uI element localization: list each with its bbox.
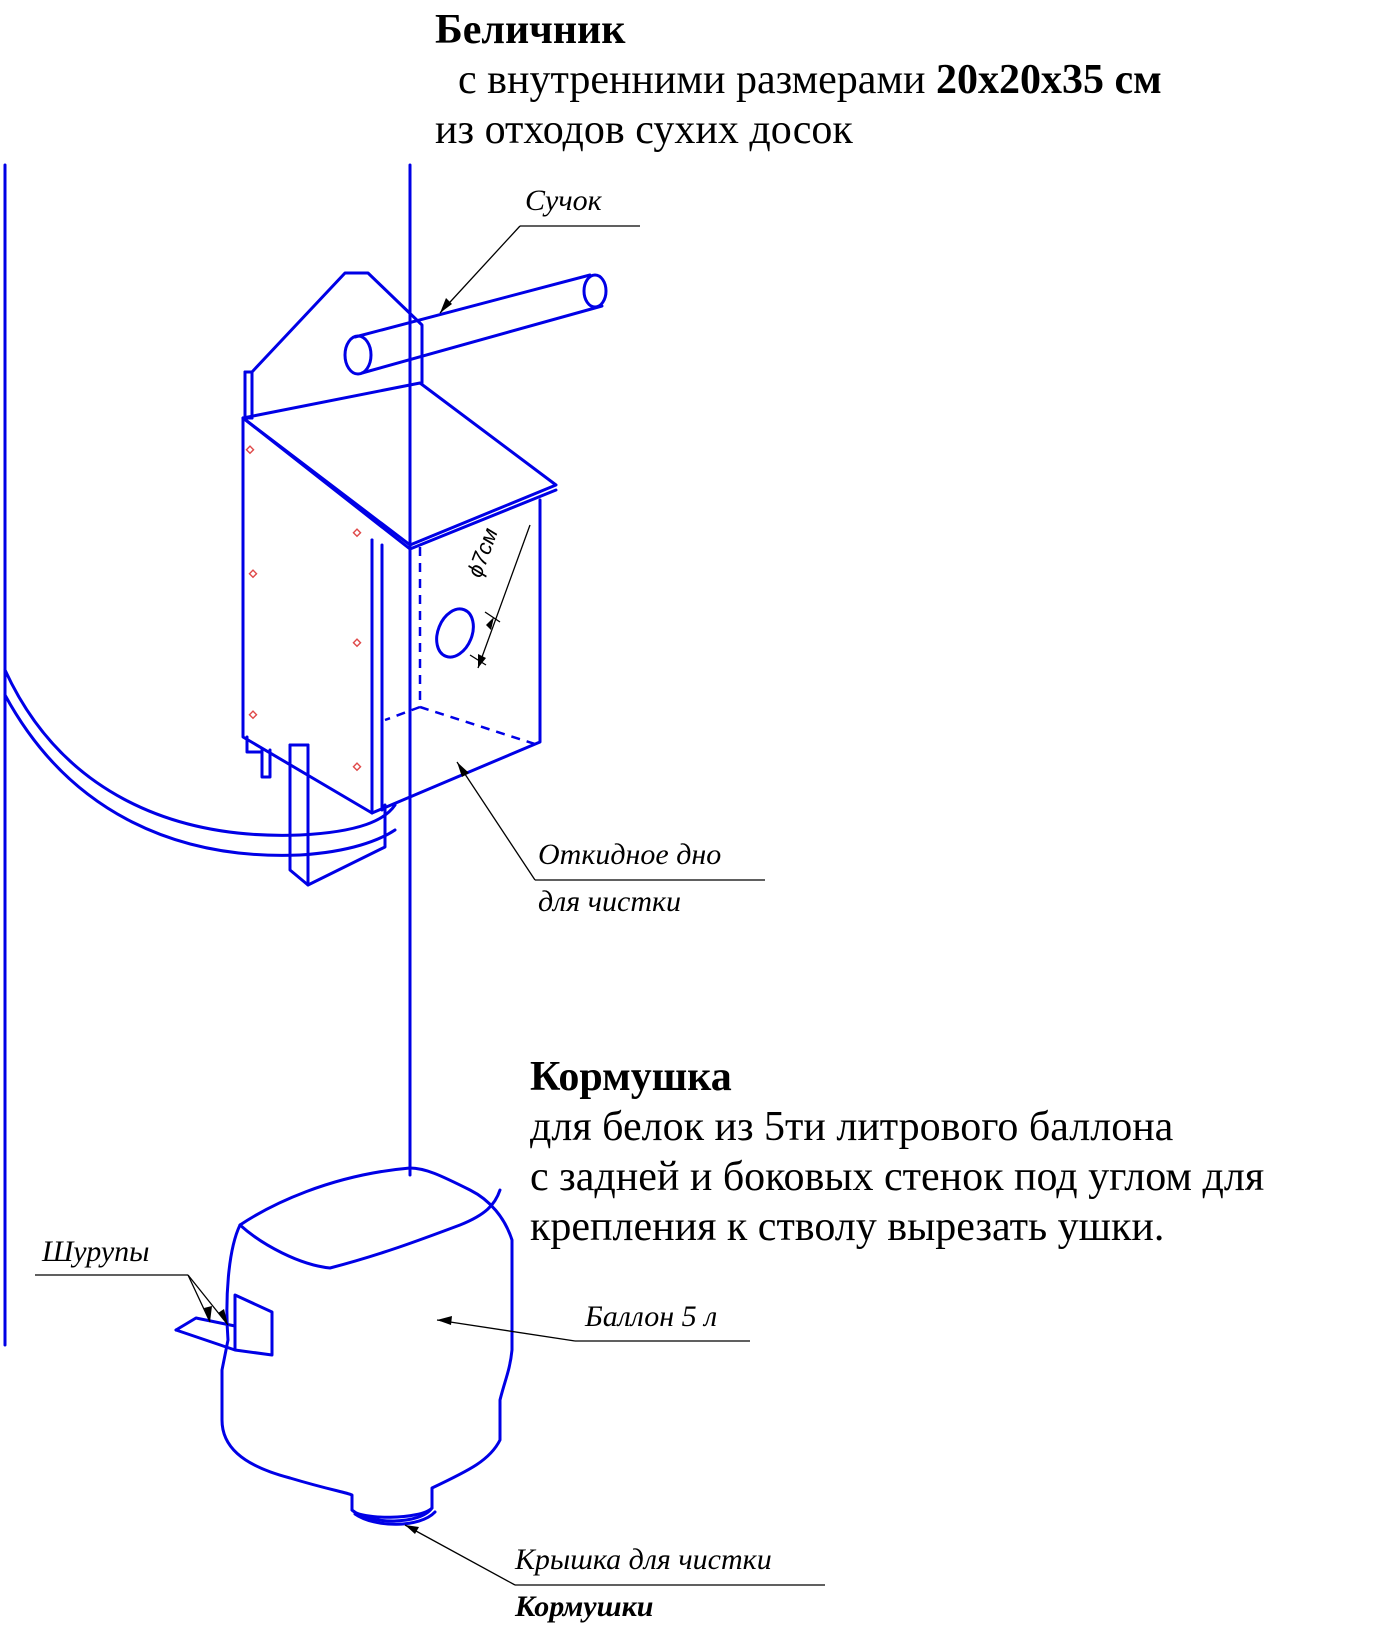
feeder-desc-3: крепления к стволу вырезать ушки. (530, 1204, 1165, 1250)
dimensions-prefix: с внутренними размерами (458, 57, 926, 103)
knot-label: Сучок (525, 184, 602, 217)
squirrel-house-title: Беличник (435, 7, 626, 53)
feeder-desc-2: с задней и боковых стенок под углом для (530, 1154, 1265, 1200)
feeder-title: Кормушка (530, 1054, 732, 1100)
hinged-bottom-label-1: Откидное дно (538, 838, 722, 871)
hinged-bottom-leader (456, 761, 765, 881)
dimensions-value: 20х20х35 см (936, 57, 1162, 103)
cap-label-2: Кормушки (515, 1590, 654, 1623)
feeder-bottle-drawing (174, 1166, 514, 1526)
screws-leader (35, 1274, 229, 1326)
screws-label: Шурупы (42, 1235, 150, 1268)
feeder-desc-1: для белок из 5ти литрового баллона (530, 1104, 1174, 1150)
squirrel-house-drawing (241, 271, 608, 887)
hole-dimension (469, 524, 531, 669)
bottle-leader (436, 1316, 750, 1342)
knot-branch (343, 273, 608, 376)
cap-leader (404, 1524, 825, 1586)
nail-marks (245, 445, 362, 772)
knot-leader (439, 225, 640, 314)
cap-label-1: Крышка для чистки (515, 1543, 772, 1576)
squirrel-house-dimensions-line: с внутренними размерами 20х20х35 см (458, 56, 1162, 104)
squirrel-house-material: из отходов сухих досок (435, 107, 853, 153)
tree-trunk (3, 163, 412, 1347)
hinged-bottom-label-2: для чистки (538, 885, 682, 918)
bottle-label: Баллон 5 л (585, 1300, 718, 1333)
